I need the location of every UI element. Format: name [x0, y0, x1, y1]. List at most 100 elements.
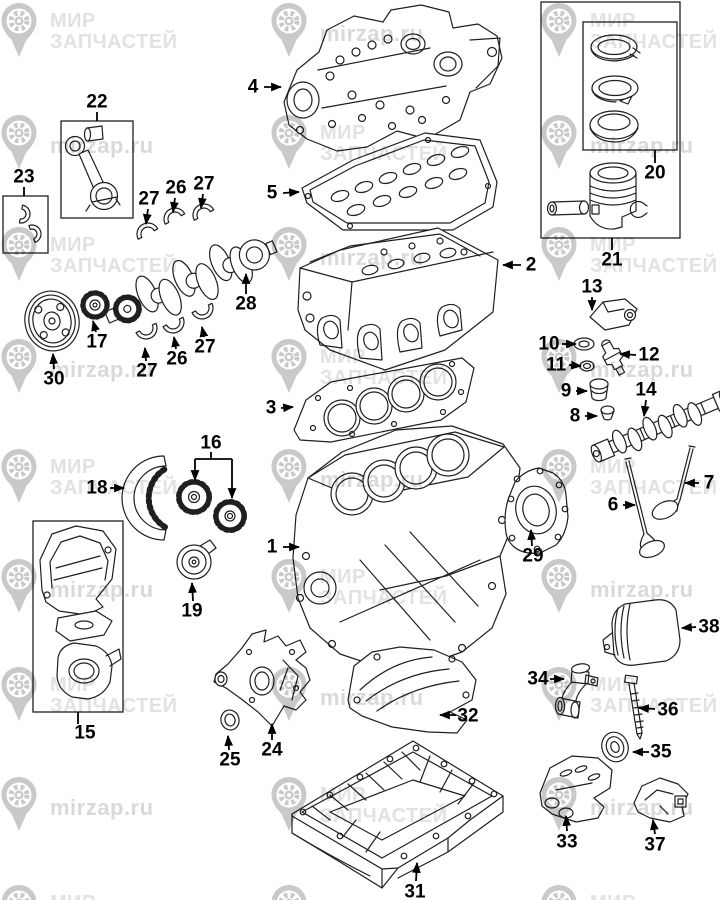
leader-arrow-26	[171, 335, 180, 350]
bolt-drawing	[624, 674, 644, 740]
callout-label-26-25: 26	[165, 177, 187, 199]
callout-label-4-3: 4	[247, 76, 259, 98]
callout-label-28-31: 28	[235, 293, 257, 315]
gasket-bores	[323, 363, 457, 437]
oil-cooler-drawing	[602, 599, 681, 666]
piston-drawing	[589, 162, 637, 230]
callout-label-36-39: 36	[657, 699, 679, 721]
front-seal-drawing	[220, 709, 240, 731]
callout-label-11-10: 11	[545, 354, 567, 376]
callout-label-35-38: 35	[650, 741, 672, 763]
leader-arrow-25	[224, 734, 234, 751]
leader-arrow-3	[280, 403, 295, 413]
washer-drawing	[573, 337, 595, 351]
leader-arrow-37	[650, 818, 659, 835]
callout-label-20-19: 20	[644, 162, 666, 184]
callout-label-31-34: 31	[404, 881, 426, 900]
callout-label-27-28: 27	[193, 173, 215, 195]
callout-label-38-41: 38	[698, 616, 720, 638]
oil-pan-drawing	[291, 740, 504, 889]
callout-label-29-32: 29	[522, 545, 544, 567]
callout-label-14-13: 14	[635, 379, 657, 401]
callout-label-6-5: 6	[607, 494, 619, 516]
leader-arrow-27	[198, 193, 207, 210]
callout-label-9-8: 9	[560, 380, 572, 402]
callout-label-22-21: 22	[86, 91, 108, 113]
callout-label-13-12: 13	[581, 276, 603, 298]
cylinder-bores	[330, 433, 470, 516]
circlip-drawing	[629, 200, 648, 219]
timing-covers-drawing	[39, 525, 122, 700]
oil-pickup-drawing	[554, 663, 599, 719]
valve-cover-drawing	[283, 4, 503, 152]
callout-label-5-4: 5	[266, 182, 278, 204]
leader-arrow-11	[568, 360, 583, 370]
callout-label-2-1: 2	[525, 254, 537, 276]
callout-label-12-11: 12	[638, 344, 660, 366]
crankshaft-drawing	[104, 239, 278, 324]
callout-label-16-15: 16	[200, 432, 222, 454]
cap-drawing	[589, 378, 609, 402]
valve-intake-drawing	[624, 457, 665, 559]
leader-arrow-19	[188, 581, 197, 602]
callout-label-30-33: 30	[43, 368, 65, 390]
valve-exhaust-drawing	[651, 445, 696, 520]
callout-label-1-0: 1	[266, 536, 278, 558]
leader-arrow-30	[49, 352, 59, 370]
leader-arrow-27	[142, 208, 152, 226]
connecting-rod-drawing	[64, 125, 121, 212]
nut-drawing	[579, 360, 595, 372]
callout-label-10-9: 10	[538, 333, 560, 355]
leader-arrow-12	[618, 350, 637, 360]
timing-belt-drawing	[121, 455, 168, 541]
callout-label-32-35: 32	[457, 705, 479, 727]
leader-arrow-36	[637, 704, 656, 714]
piston-ring-set-drawing	[589, 34, 641, 143]
callout-label-27-30: 27	[194, 336, 216, 358]
group-boxes	[2, 1, 681, 713]
callout-label-24-23: 24	[261, 739, 283, 761]
callout-label-17-16: 17	[86, 331, 108, 353]
thrust-washer-box	[2, 195, 49, 254]
cylinder-head-drawing	[297, 227, 499, 371]
callout-label-37-40: 37	[644, 834, 666, 856]
leader-arrow-5	[282, 188, 301, 198]
head-gasket-drawing	[293, 357, 475, 443]
spark-plug-drawing	[601, 339, 626, 376]
leader-arrow-33	[562, 814, 572, 832]
thrust-washers-drawing	[18, 204, 42, 244]
callout-label-7-6: 7	[703, 472, 715, 494]
seal-ring-drawing	[601, 731, 629, 763]
callout-label-27-29: 27	[136, 360, 158, 382]
crank-seal-plate-drawing	[504, 467, 569, 554]
leader-arrow-27	[199, 325, 209, 338]
crank-pulley-drawing	[24, 290, 80, 352]
valve-cover-gasket-drawing	[301, 132, 498, 231]
piston-pin-drawing	[546, 200, 590, 216]
leader-arrow-26	[170, 197, 179, 214]
tensioner-drawing	[176, 539, 217, 580]
leader-arrow-31	[412, 861, 421, 882]
bracket-housing-drawing	[539, 755, 613, 823]
callout-label-3-2: 3	[265, 397, 277, 419]
callout-label-33-36: 33	[556, 831, 578, 853]
callout-label-27-27: 27	[138, 188, 160, 210]
callout-label-8-7: 8	[569, 405, 581, 427]
engine-block-drawing	[292, 425, 521, 669]
leader-arrow-27	[141, 346, 151, 362]
callout-label-21-20: 21	[601, 249, 623, 271]
leader-arrow-38	[680, 622, 697, 632]
cam-gears-drawing	[176, 479, 247, 533]
bearing-shells-drawing	[135, 203, 215, 340]
leader-arrow-14	[640, 399, 650, 418]
callout-label-19-18: 19	[181, 600, 203, 622]
callout-label-23-22: 23	[13, 166, 35, 188]
sensor-drawing	[589, 298, 638, 331]
callout-label-26-26: 26	[166, 348, 188, 370]
callout-label-34-37: 34	[527, 668, 549, 690]
leader-arrow-29	[527, 528, 537, 547]
small-cover-drawing	[633, 777, 689, 823]
callout-label-18-17: 18	[86, 477, 108, 499]
